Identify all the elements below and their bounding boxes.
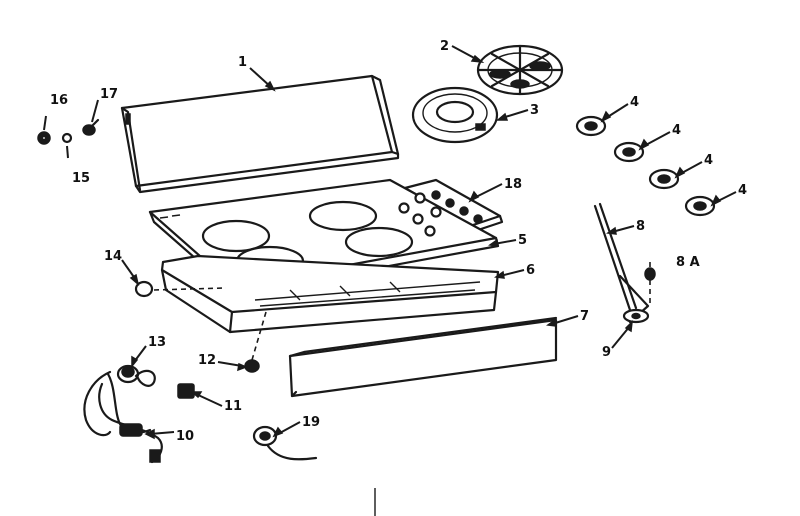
- callout-8: 8: [636, 219, 645, 234]
- part-2-grate: [476, 44, 564, 96]
- part-1-backguard: [120, 74, 400, 194]
- part-14-module: [134, 280, 227, 298]
- callout-7: 7: [580, 309, 589, 324]
- callout-3: 3: [530, 103, 539, 118]
- callout-9: 9: [602, 345, 611, 360]
- callout-11: 11: [224, 399, 242, 414]
- callout-4b: 4: [672, 123, 681, 138]
- callout-4d: 4: [738, 183, 747, 198]
- callout-8a: 8 A: [676, 255, 700, 270]
- callout-15: 15: [72, 171, 90, 186]
- part-12-screw: [244, 311, 267, 373]
- part-10-wiring-harness: [83, 370, 163, 464]
- callout-17: 17: [100, 87, 118, 102]
- part-4-knobs: [575, 115, 716, 217]
- callout-19: 19: [302, 415, 320, 430]
- part-7-front-trim: [288, 316, 558, 398]
- part-8-manifold: [593, 202, 656, 324]
- callout-labels: 1 2 3 4 4 4 4 5 6 7 8 8 A 9 10 11 12 13 …: [50, 39, 747, 444]
- callout-6: 6: [526, 263, 535, 278]
- callout-1: 1: [238, 55, 247, 70]
- callout-4a: 4: [630, 95, 639, 110]
- part-11-connector: [177, 383, 195, 399]
- leader-lines: [43, 45, 737, 440]
- callout-5: 5: [518, 233, 527, 248]
- callout-13: 13: [148, 335, 166, 350]
- part-17-screw: [82, 118, 100, 136]
- part-16-nut: [37, 131, 51, 145]
- callout-12: 12: [198, 353, 216, 368]
- part-6-burner-box: [160, 254, 500, 334]
- callout-18: 18: [504, 177, 522, 192]
- part-3-drip-pan: [411, 86, 499, 144]
- callout-4c: 4: [704, 153, 713, 168]
- part-13-igniter: [116, 364, 156, 387]
- callout-2: 2: [440, 39, 449, 54]
- callout-14: 14: [104, 249, 122, 264]
- part-19-terminal-block: [252, 425, 318, 461]
- part-15-washer: [61, 132, 73, 144]
- callout-16: 16: [50, 93, 68, 108]
- callout-10: 10: [176, 429, 194, 444]
